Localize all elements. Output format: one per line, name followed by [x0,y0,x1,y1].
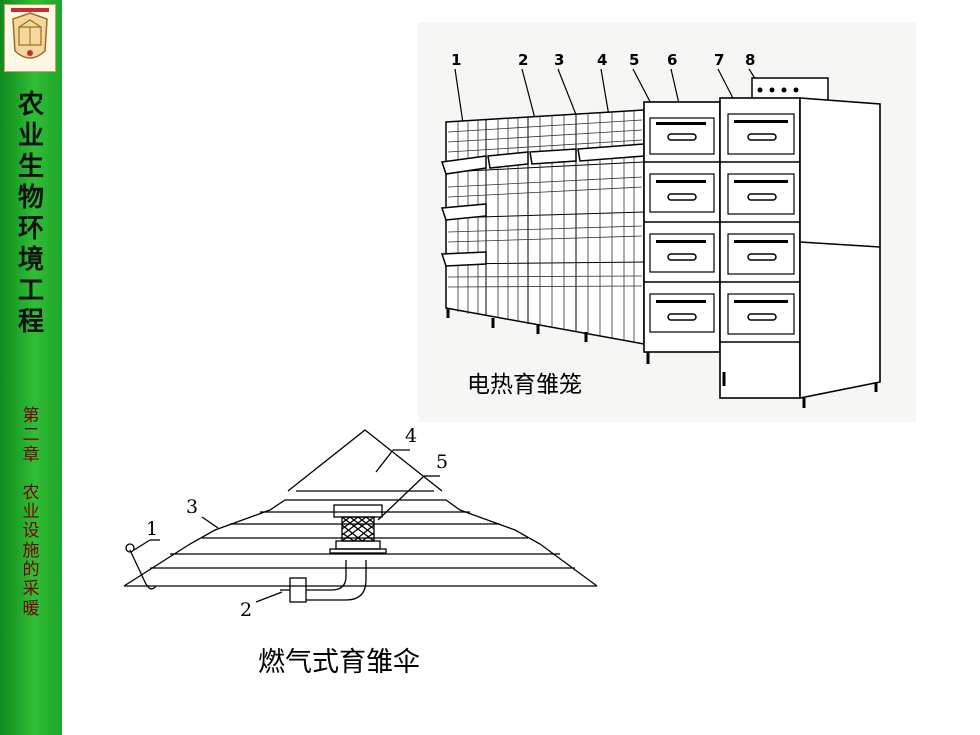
chapter-title-char: 章 [22,444,40,465]
course-title-char: 农 [17,90,44,120]
brooding-cage-caption: 电热育雏笼 [467,372,582,398]
brooder-label-4: 4 [405,425,417,447]
chapter-title-char: 二 [22,425,40,446]
course-title-char: 环 [17,214,44,244]
chapter-title: 第 二 章 农 业 设 施 的 采 暖 [0,406,62,619]
cage-label-2: 2 [518,51,528,69]
chapter-title-char: 第 [22,406,40,426]
brooding-cage-illustration: 1 2 3 4 5 6 7 8 [418,22,916,422]
cage-label-1: 1 [451,51,461,69]
brooder-label-3: 3 [186,496,198,518]
sidebar: 农 业 生 物 环 境 工 程 第 二 章 农 业 设 施 的 采 暖 [0,0,62,735]
cage-label-5: 5 [629,51,639,69]
chapter-title-char: 施 [22,540,40,561]
course-title-char: 业 [17,121,44,151]
chapter-title-char: 设 [22,521,40,542]
logo-emblem-icon [11,8,49,59]
cage-label-4: 4 [597,51,607,69]
cage-label-3: 3 [554,51,564,69]
chapter-title-char [0,465,62,484]
cage-label-8: 8 [745,51,755,69]
chapter-title-char: 采 [22,579,40,600]
course-title-char: 境 [17,245,44,275]
cage-label-7: 7 [714,51,724,69]
course-title-char: 物 [17,183,44,213]
university-logo [4,4,56,72]
brooder-label-5: 5 [436,451,448,473]
course-title-char: 生 [17,152,44,182]
cage-label-6: 6 [667,51,677,69]
brooder-label-2: 2 [240,599,252,618]
chapter-title-char: 业 [22,502,40,523]
chapter-title-char: 暖 [22,598,40,619]
brooding-cage-drawing: 1 2 3 4 5 6 7 8 [440,51,881,408]
gas-brooder-caption: 燃气式育雏伞 [258,647,420,678]
chapter-title-char: 农 [22,482,40,503]
course-title-char: 工 [17,276,44,306]
course-title-char: 程 [17,307,44,337]
brooder-label-1: 1 [146,518,158,540]
chapter-title-char: 的 [22,560,40,581]
gas-brooder-illustration: 4 5 3 1 2 [110,418,605,621]
course-title: 农 业 生 物 环 境 工 程 [0,90,62,338]
gas-brooder-drawing: 4 5 3 1 2 [123,425,598,621]
